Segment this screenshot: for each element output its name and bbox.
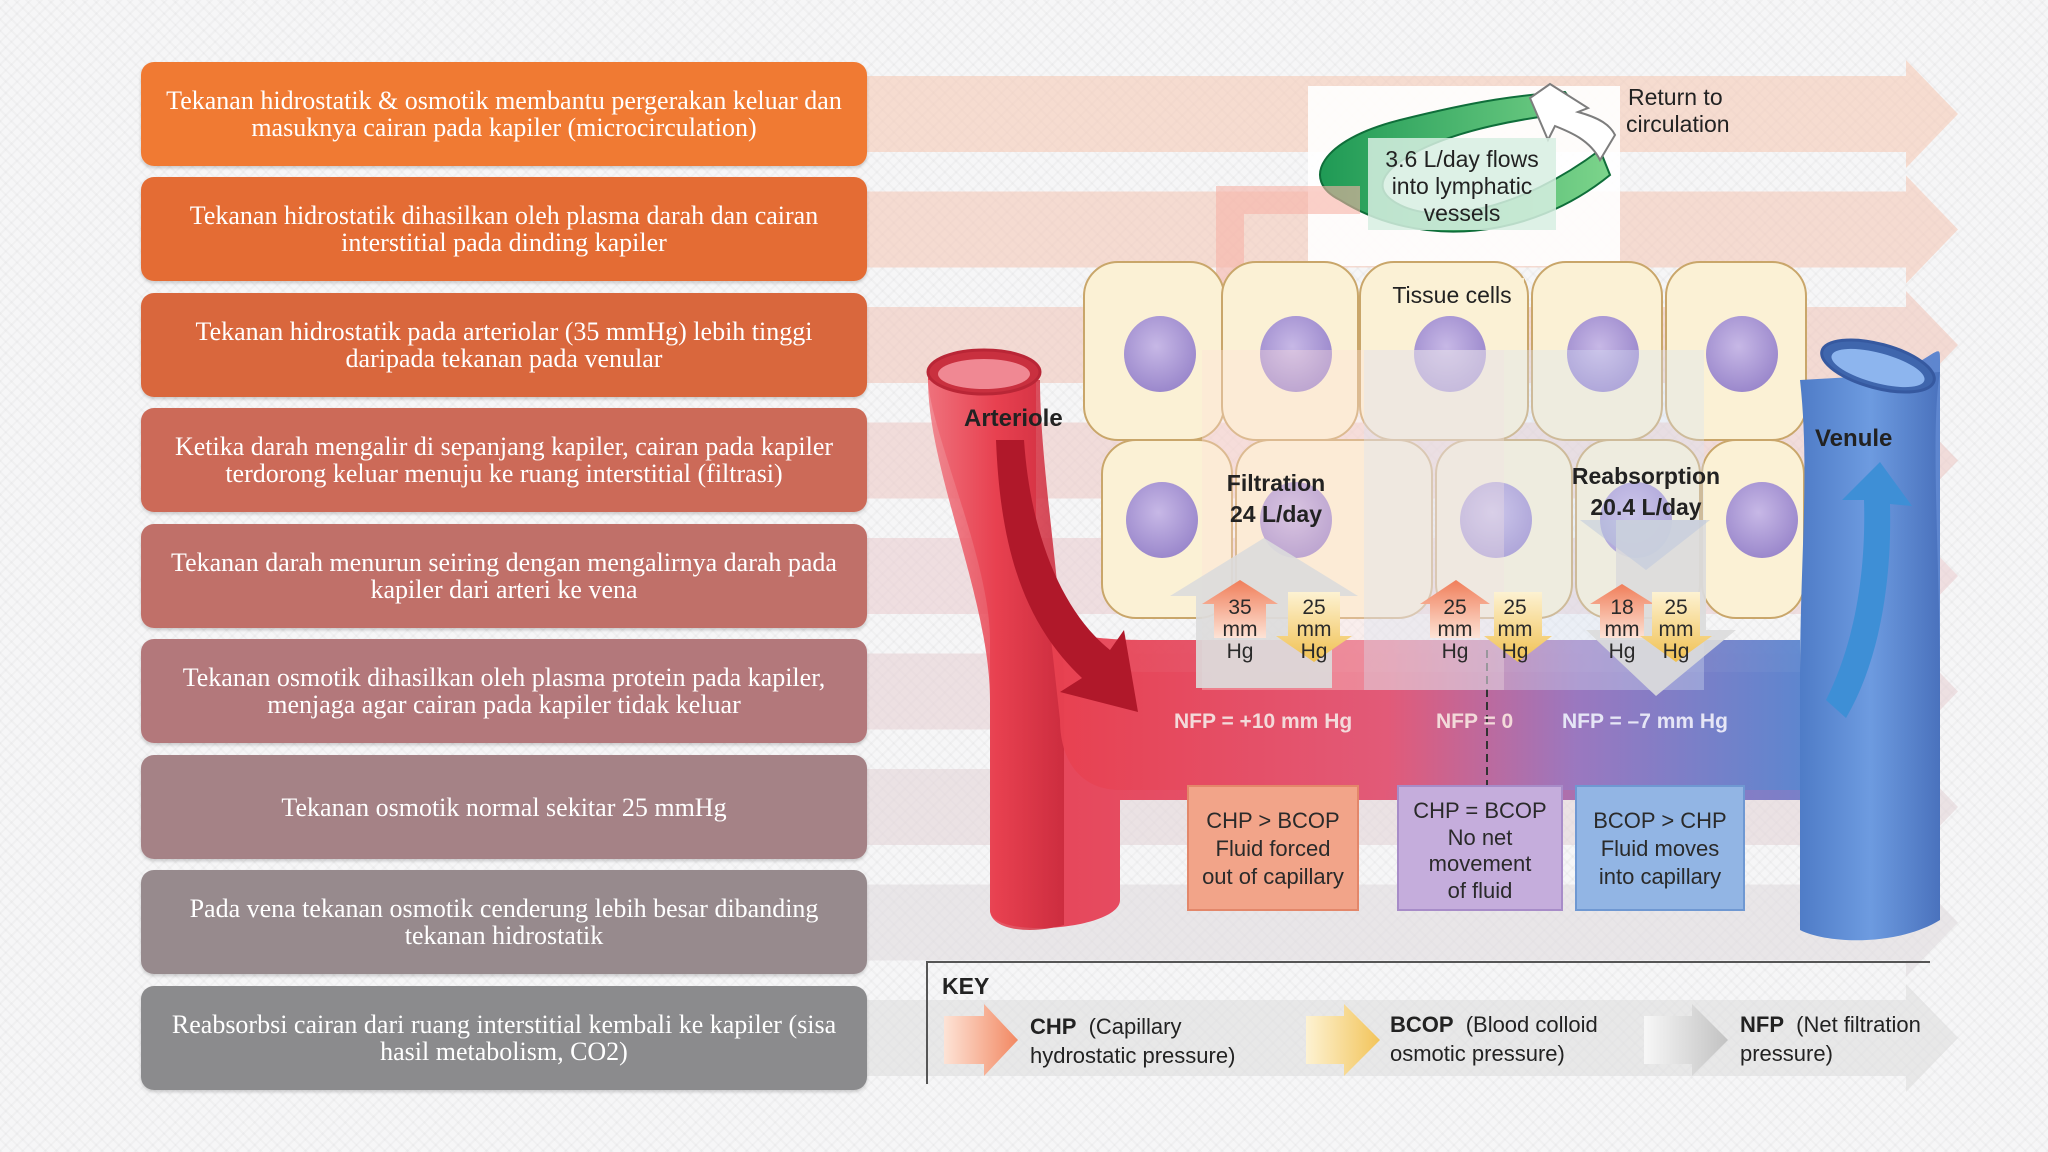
chp-arrow bbox=[1420, 580, 1490, 638]
cell-nucleus bbox=[1260, 482, 1332, 558]
lymphatic-vessel bbox=[1308, 82, 1620, 266]
nfp-label-equilibrium: NFP = 0 bbox=[1436, 710, 1513, 733]
bcop-key-text: BCOP (Blood colloid osmotic pressure) bbox=[1390, 1012, 1604, 1066]
tissue-cells-label: Tissue cells bbox=[1392, 282, 1511, 308]
step-box: Tekanan hidrostatik dihasilkan oleh plas… bbox=[141, 177, 867, 281]
arteriole-flow-arrow bbox=[996, 440, 1138, 712]
cell-nucleus bbox=[1460, 482, 1532, 558]
step-box: Tekanan osmotik normal sekitar 25 mmHg bbox=[141, 755, 867, 859]
bcop-arrow bbox=[1276, 592, 1352, 662]
bcop-key-arrow bbox=[1306, 1004, 1380, 1076]
nfp-key-arrow bbox=[1644, 1004, 1728, 1076]
cell-nucleus bbox=[1260, 316, 1332, 392]
step-box: Pada vena tekanan osmotik cenderung lebi… bbox=[141, 870, 867, 974]
step-box: Tekanan hidrostatik & osmotik membantu p… bbox=[141, 62, 867, 166]
step-text: Reabsorbsi cairan dari ruang interstitia… bbox=[171, 1010, 837, 1066]
key-legend: KEY CHP (Capillary hydrostatic pressure)… bbox=[926, 961, 1930, 1084]
step-box: Tekanan osmotik dihasilkan oleh plasma p… bbox=[141, 639, 867, 743]
nfp-key-text: NFP (Net filtration pressure) bbox=[1740, 1012, 1927, 1066]
step-box: Tekanan hidrostatik pada arteriolar (35 … bbox=[141, 293, 867, 397]
cell-nucleus bbox=[1124, 316, 1196, 392]
bcop-arrow bbox=[1484, 592, 1552, 662]
nfp-label-reabsorption: NFP = –7 mm Hg bbox=[1562, 710, 1728, 733]
chp-key-arrow bbox=[944, 1004, 1018, 1076]
step-text: Tekanan hidrostatik & osmotik membantu p… bbox=[166, 86, 842, 142]
step-box: Ketika darah mengalir di sepanjang kapil… bbox=[141, 408, 867, 512]
step-text: Ketika darah mengalir di sepanjang kapil… bbox=[174, 432, 834, 488]
chp-arrow bbox=[1590, 584, 1654, 638]
step-box: Tekanan darah menurun seiring dengan men… bbox=[141, 524, 867, 628]
nfp-label-filtration: NFP = +10 mm Hg bbox=[1174, 710, 1352, 733]
step-text: Tekanan osmotik dihasilkan oleh plasma p… bbox=[182, 663, 826, 719]
arteriole-label: Arteriole bbox=[964, 405, 1063, 432]
venule-label: Venule bbox=[1815, 425, 1892, 452]
step-box: Reabsorbsi cairan dari ruang interstitia… bbox=[141, 986, 867, 1090]
step-text: Tekanan darah menurun seiring dengan men… bbox=[171, 548, 837, 604]
step-text: Tekanan osmotik normal sekitar 25 mmHg bbox=[281, 792, 727, 822]
bcop-arrow bbox=[1640, 592, 1712, 662]
cell-nucleus bbox=[1126, 482, 1198, 558]
chp-key-text: CHP (Capillary hydrostatic pressure) bbox=[1030, 1014, 1235, 1068]
step-arrow bbox=[860, 984, 1958, 1092]
key-title: KEY bbox=[942, 973, 989, 999]
cell-nucleus bbox=[1726, 482, 1798, 558]
step-text: Tekanan hidrostatik dihasilkan oleh plas… bbox=[189, 201, 819, 257]
step-text: Pada vena tekanan osmotik cenderung lebi… bbox=[189, 894, 819, 950]
step-text: Tekanan hidrostatik pada arteriolar (35 … bbox=[195, 317, 813, 373]
cell-nucleus bbox=[1567, 316, 1639, 392]
venule-flow-arrow bbox=[1826, 462, 1912, 718]
cell-nucleus bbox=[1414, 316, 1486, 392]
cell-nucleus bbox=[1706, 316, 1778, 392]
chp-arrow bbox=[1202, 580, 1278, 638]
